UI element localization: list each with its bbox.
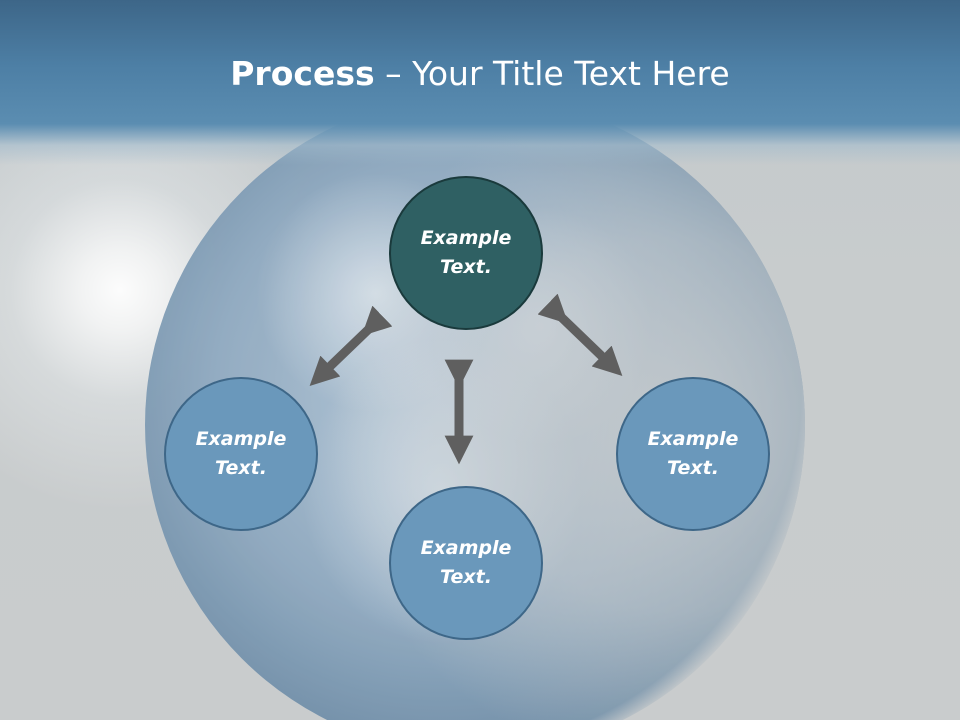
title-separator: – — [374, 54, 413, 93]
node-label: Example Text. — [411, 224, 521, 282]
node-label-line: Example — [420, 227, 512, 249]
process-node-top[interactable]: Example Text. — [389, 176, 543, 330]
node-label-line: Text. — [215, 457, 267, 479]
node-label-line: Text. — [440, 566, 492, 588]
title-text: Your Title Text Here — [412, 54, 730, 93]
arrow-top-right — [537, 293, 623, 376]
title-bar: Process – Your Title Text Here — [0, 0, 960, 165]
title-bold-part: Process — [230, 54, 375, 93]
node-label-line: Text. — [440, 256, 492, 278]
node-label-line: Example — [195, 428, 287, 450]
node-label: Example Text. — [638, 425, 748, 483]
arrow-top-left — [309, 305, 393, 386]
node-label: Example Text. — [186, 425, 296, 483]
node-label: Example Text. — [411, 534, 521, 592]
process-node-bottom[interactable]: Example Text. — [389, 486, 543, 640]
node-label-line: Text. — [667, 457, 719, 479]
node-label-line: Example — [420, 537, 512, 559]
slide-title[interactable]: Process – Your Title Text Here — [0, 52, 960, 96]
node-label-line: Example — [647, 428, 739, 450]
process-node-left[interactable]: Example Text. — [164, 377, 318, 531]
process-node-right[interactable]: Example Text. — [616, 377, 770, 531]
